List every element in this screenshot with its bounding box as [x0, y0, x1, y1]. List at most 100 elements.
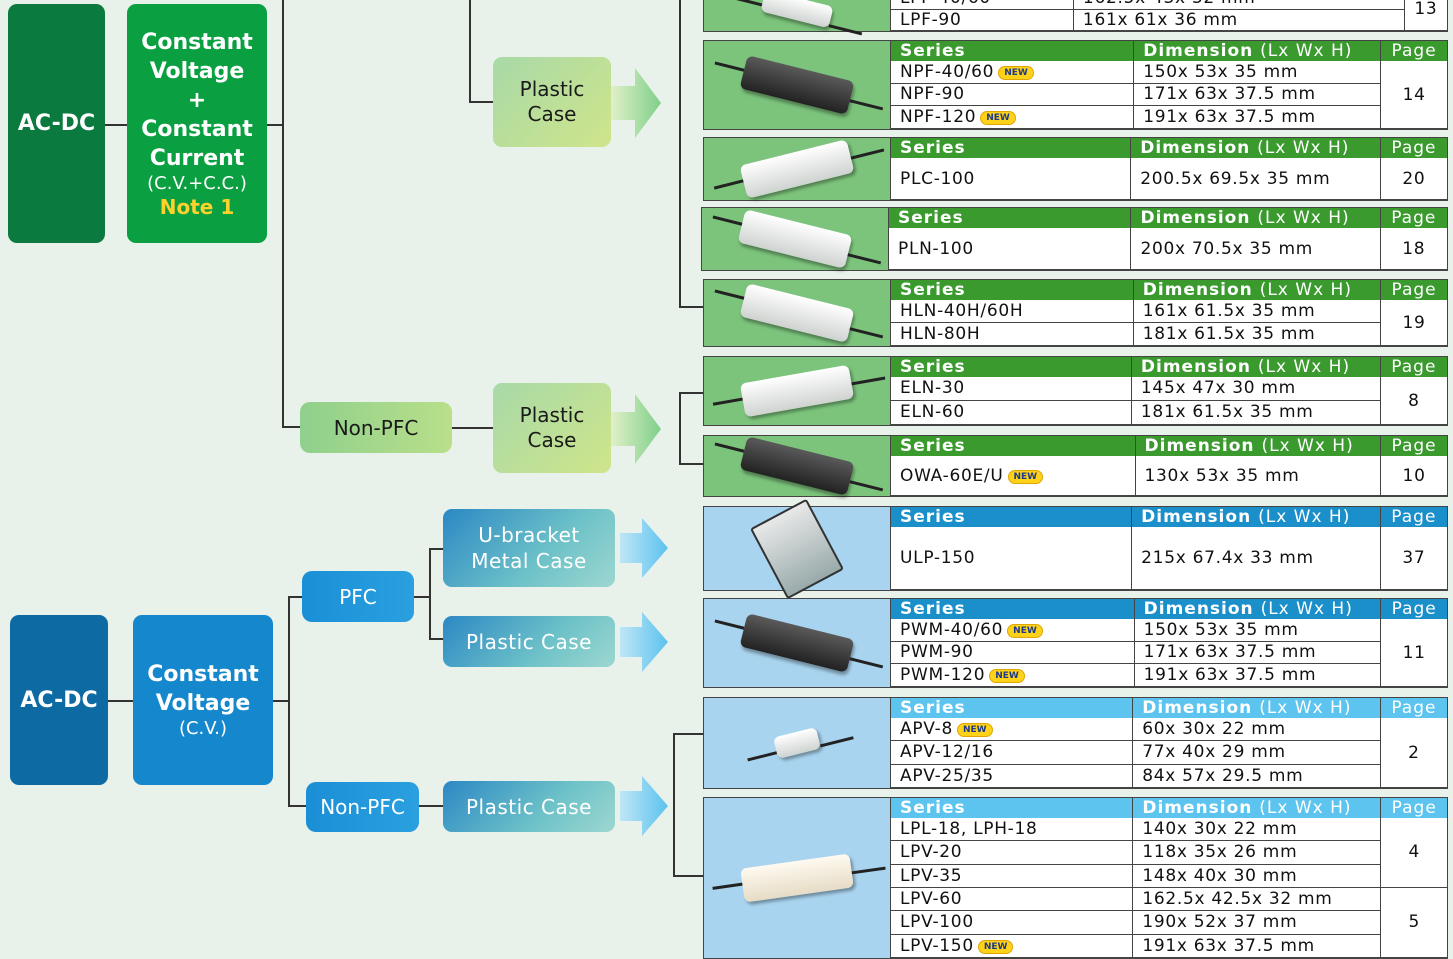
dimension-cell: 171x 63x 37.5 mm — [1133, 641, 1381, 665]
acdc-box-top: AC-DC — [8, 4, 105, 243]
cvcc-line1: Constant — [141, 30, 253, 55]
series-header: Series — [889, 798, 1133, 818]
cv-abbr: (C.V.) — [178, 718, 228, 739]
product-image — [704, 498, 890, 599]
product-image — [704, 798, 890, 958]
dimension-cell: 200.5x 69.5x 35 mm — [1130, 158, 1381, 200]
cv-box: Constant Voltage (C.V.) — [133, 615, 273, 785]
u-bracket-metal-case-box[interactable]: U-bracket Metal Case — [443, 509, 615, 587]
page-cell[interactable]: 8 — [1379, 377, 1447, 425]
page-header: Page — [1379, 507, 1447, 527]
series-cell[interactable]: HLN-80H — [890, 322, 1134, 347]
product-image — [704, 0, 890, 31]
series-header: Series — [889, 41, 1134, 61]
u-bracket-l2: Metal Case — [471, 549, 587, 573]
dimension-cell: 150x 53x 35 mm — [1133, 61, 1381, 84]
cv-line2: Voltage — [155, 691, 251, 716]
series-header: Series — [889, 138, 1131, 158]
non-pfc-pill-b[interactable]: Non-PFC — [306, 782, 419, 832]
arrow-right-icon — [620, 776, 668, 836]
cvcc-line3: Constant — [141, 117, 253, 142]
new-badge: NEW — [989, 669, 1025, 684]
page-header: Page — [1380, 280, 1447, 300]
page-cell[interactable]: 10 — [1380, 456, 1447, 496]
page-cell[interactable]: 19 — [1380, 300, 1447, 346]
new-badge: NEW — [977, 939, 1014, 954]
page-cell[interactable]: 13 — [1403, 0, 1447, 31]
page-cell[interactable]: 20 — [1379, 158, 1447, 200]
series-cell[interactable]: ELN-30 — [890, 377, 1132, 401]
series-cell[interactable]: HLN-40H/60H — [890, 300, 1134, 323]
product-image — [704, 698, 890, 788]
dimension-cell: 60x 30x 22 mm — [1132, 718, 1381, 742]
page-cell[interactable]: 5 — [1380, 887, 1447, 959]
dimension-cell: 140x 30x 22 mm — [1132, 818, 1381, 842]
series-header: Series — [889, 698, 1133, 718]
product-image — [704, 280, 890, 346]
series-cell[interactable]: LPV-100 — [889, 910, 1133, 935]
series-header: Series — [887, 208, 1131, 228]
series-cell[interactable]: APV-12/16 — [889, 740, 1133, 765]
dimension-cell: 77x 40x 29 mm — [1132, 740, 1381, 765]
page-header: Page — [1379, 138, 1447, 158]
new-badge: NEW — [1007, 623, 1043, 638]
cvcc-line2: Voltage — [149, 59, 245, 84]
series-cell[interactable]: PWM-90 — [890, 641, 1135, 665]
series-cell[interactable]: LPV-35 — [889, 864, 1133, 888]
pfc-pill[interactable]: PFC — [302, 571, 414, 622]
cvcc-box: Constant Voltage + Constant Current (C.V… — [127, 4, 267, 243]
dimension-header: Dimension (Lx Wx H) — [1131, 507, 1381, 527]
page-cell[interactable]: 18 — [1379, 228, 1447, 270]
note-1[interactable]: Note 1 — [159, 195, 235, 219]
new-badge: NEW — [980, 111, 1016, 126]
dimension-cell: 191x 63x 37.5 mm — [1132, 934, 1381, 959]
series-cell[interactable]: LPF-90 — [890, 9, 1074, 31]
page-cell[interactable]: 11 — [1380, 619, 1447, 687]
product-image — [704, 41, 890, 129]
series-cell[interactable]: LPL-18, LPH-18 — [889, 818, 1133, 842]
product-image — [704, 599, 890, 687]
series-cell[interactable]: APV-25/35 — [889, 764, 1133, 789]
plastic-case-box-a[interactable]: Plastic Case — [493, 57, 611, 147]
acdc-label: AC-DC — [17, 111, 96, 136]
series-cell[interactable]: ULP-150 — [889, 527, 1132, 590]
dimension-cell: 190x 52x 37 mm — [1132, 910, 1381, 935]
non-pfc-pill-a[interactable]: Non-PFC — [300, 402, 452, 453]
dimension-header: Dimension (Lx Wx H) — [1132, 280, 1381, 300]
dimension-cell: 200x 70.5x 35 mm — [1130, 228, 1381, 270]
plastic-case-box-d[interactable]: Plastic Case — [443, 781, 615, 832]
plastic-case-box-b[interactable]: Plastic Case — [493, 383, 611, 473]
series-cell[interactable]: PLC-100 — [889, 158, 1131, 200]
page-cell[interactable]: 2 — [1379, 718, 1447, 788]
page-cell[interactable]: 4 — [1380, 818, 1447, 888]
series-cell[interactable]: LPF-40/60 — [890, 0, 1074, 10]
u-bracket-l1: U-bracket — [478, 523, 580, 547]
series-cell[interactable]: ELN-60 — [890, 400, 1132, 426]
page-header: Page — [1379, 698, 1447, 718]
arrow-right-icon — [611, 394, 661, 464]
dimension-cell: 181x 61.5x 35 mm — [1132, 322, 1381, 347]
plastic-case-box-c[interactable]: Plastic Case — [443, 616, 615, 667]
dimension-header: Dimension (Lx Wx H) — [1130, 357, 1381, 377]
page-cell[interactable]: 14 — [1380, 61, 1447, 129]
dimension-cell: 148x 40x 30 mm — [1132, 864, 1381, 888]
series-cell[interactable]: NPF-90 — [889, 83, 1134, 107]
series-cell[interactable]: PLN-100 — [887, 228, 1131, 270]
series-cell[interactable]: LPV-20 — [889, 840, 1133, 865]
acdc-box-bottom: AC-DC — [10, 615, 108, 785]
series-header: Series — [889, 507, 1132, 527]
series-cell[interactable]: LPV-60 — [889, 887, 1133, 912]
page-cell[interactable]: 37 — [1379, 527, 1447, 590]
